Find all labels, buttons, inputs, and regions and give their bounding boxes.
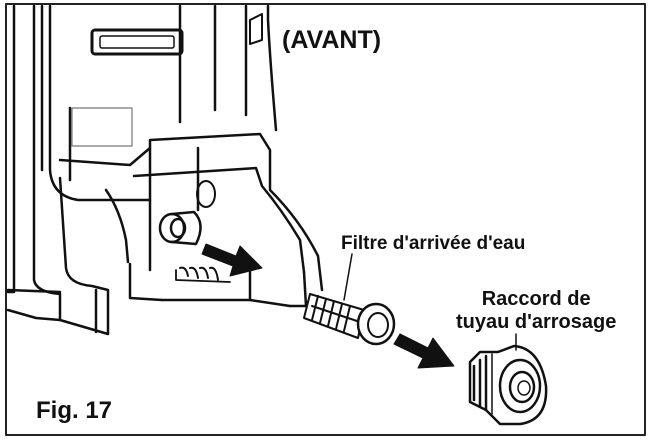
callout-line: tuyau d'arrosage [456, 311, 617, 333]
callout-water-inlet-filter: Filtre d'arrivée d'eau [341, 233, 526, 254]
callout-line: Raccord de [481, 288, 591, 310]
arrow-right-icon [393, 333, 455, 369]
water-inlet-filter [303, 253, 396, 346]
figure-border [5, 3, 646, 436]
water-inlet-port [158, 210, 231, 283]
orientation-label: (AVANT) [282, 26, 382, 54]
pressure-washer-body [6, 4, 324, 336]
figure-label: Fig. 17 [36, 397, 113, 424]
arrow-right-icon [201, 243, 263, 277]
handle-slot [90, 28, 184, 56]
garden-hose-fitting [468, 333, 548, 426]
callout-garden-hose-fitting: Raccord de tuyau d'arrosage [456, 288, 616, 334]
